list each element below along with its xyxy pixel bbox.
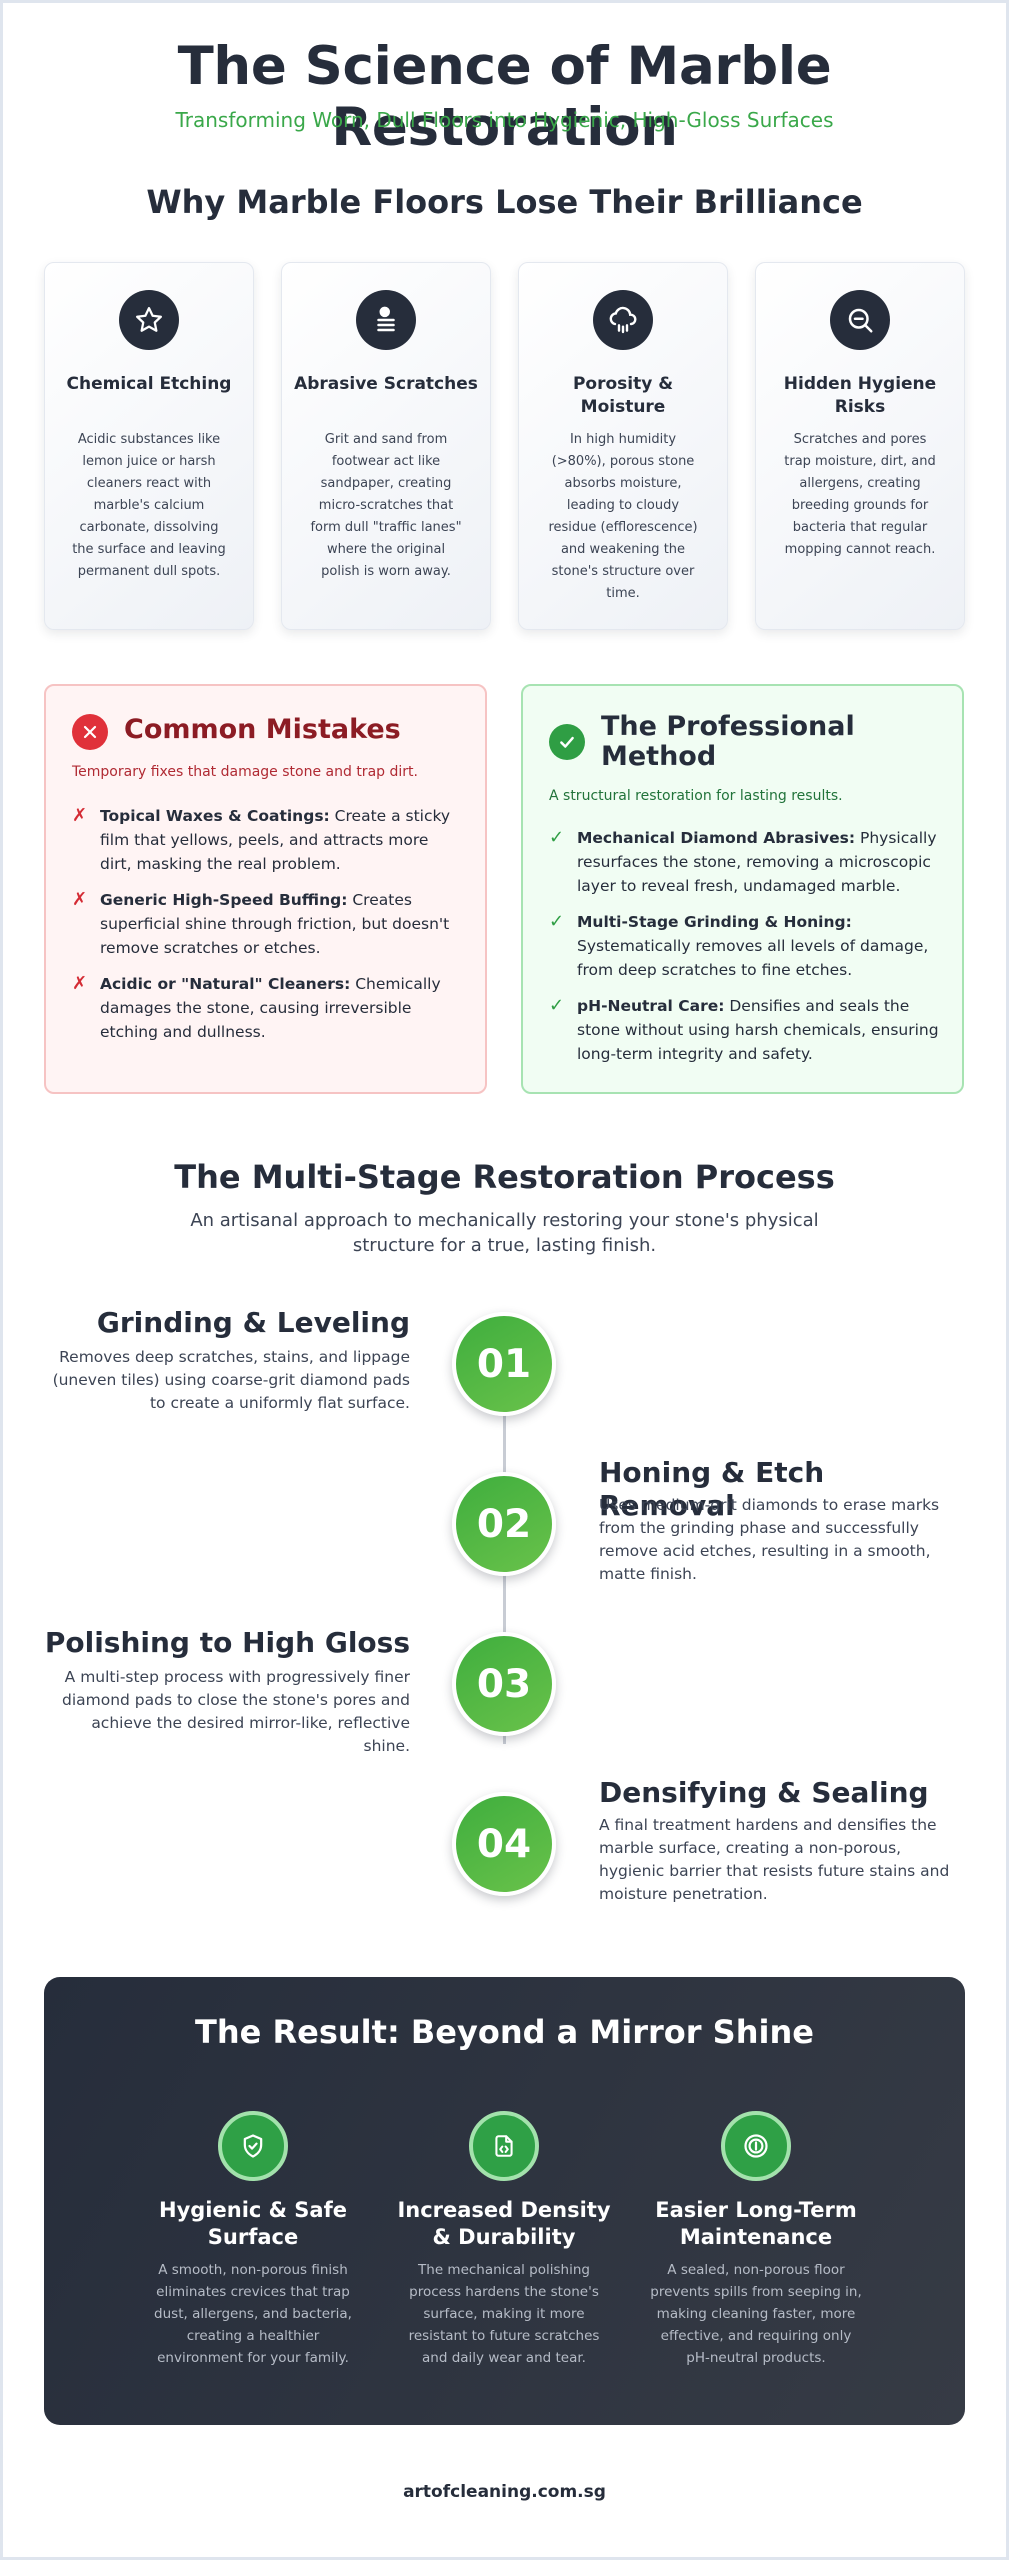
benefit-text: A sealed, non-porous floor prevents spil… bbox=[650, 2262, 862, 2366]
droplet-circle-icon bbox=[721, 2111, 791, 2181]
cause-card-hygiene: Hidden Hygiene Risks Scratches and pores… bbox=[755, 262, 965, 630]
step-text: Uses medium-grit diamonds to erase marks… bbox=[599, 1496, 940, 1583]
benefit-title: Hygienic & Safe Surface bbox=[159, 2198, 347, 2249]
cause-card-porosity: Porosity & Moisture In high humidity (>8… bbox=[518, 262, 728, 630]
method-title: The Professional Method bbox=[601, 711, 855, 772]
star-icon bbox=[119, 290, 179, 350]
step-title: Honing & Etch Removal bbox=[599, 1456, 825, 1522]
card-text: Grit and sand from footwear act like san… bbox=[310, 432, 462, 579]
cause-card-scratches: Abrasive Scratches Grit and sand from fo… bbox=[281, 262, 491, 630]
card-text: In high humidity (>80%), porous stone ab… bbox=[548, 432, 698, 601]
card-title: Porosity & Moisture bbox=[572, 374, 674, 417]
card-text: Scratches and pores trap moisture, dirt,… bbox=[784, 432, 936, 557]
cross-mark-icon: ✗ bbox=[72, 805, 88, 826]
item-text: Systematically removes all levels of dam… bbox=[577, 937, 929, 979]
card-title: Hidden Hygiene Risks bbox=[783, 374, 937, 417]
method-tagline: A structural restoration for lasting res… bbox=[549, 788, 843, 804]
check-mark-icon: ✓ bbox=[549, 827, 565, 848]
mistake-item: ✗ Generic High-Speed Buffing: Creates su… bbox=[72, 888, 463, 960]
step-text: A final treatment hardens and densifies … bbox=[599, 1816, 950, 1903]
item-text: Physically resurfaces the stone, removin… bbox=[577, 829, 937, 895]
card-title: Abrasive Scratches bbox=[294, 374, 478, 394]
mistakes-tagline: Temporary fixes that damage stone and tr… bbox=[72, 764, 418, 780]
check-mark-icon: ✓ bbox=[549, 995, 565, 1016]
card-title: Chemical Etching bbox=[66, 374, 232, 394]
method-item: ✓ pH-Neutral Care: Densifies and seals t… bbox=[549, 994, 940, 1066]
item-label: Generic High-Speed Buffing: bbox=[100, 891, 348, 909]
file-code-icon bbox=[469, 2111, 539, 2181]
step-text: Removes deep scratches, stains, and lipp… bbox=[52, 1348, 410, 1412]
item-label: pH-Neutral Care: bbox=[577, 997, 725, 1015]
step-number-badge: 04 bbox=[452, 1792, 556, 1896]
benefit-title: Easier Long-Term Maintenance bbox=[655, 2198, 857, 2249]
result-panel: The Result: Beyond a Mirror Shine Hygien… bbox=[44, 1977, 965, 2425]
mistake-item: ✗ Acidic or "Natural" Cleaners: Chemical… bbox=[72, 972, 463, 1044]
item-text: Creates superficial shine through fricti… bbox=[100, 891, 450, 957]
result-title: The Result: Beyond a Mirror Shine bbox=[195, 2013, 814, 2051]
method-item: ✓ Mechanical Diamond Abrasives: Physical… bbox=[549, 826, 940, 898]
cause-card-etching: Chemical Etching Acidic substances like … bbox=[44, 262, 254, 630]
item-label: Mechanical Diamond Abrasives: bbox=[577, 829, 856, 847]
step-number-badge: 02 bbox=[452, 1472, 556, 1576]
item-label: Multi-Stage Grinding & Honing: bbox=[577, 913, 852, 931]
method-item: ✓ Multi-Stage Grinding & Honing: Systema… bbox=[549, 910, 940, 982]
step-title: Grinding & Leveling bbox=[96, 1306, 410, 1339]
x-icon bbox=[72, 714, 108, 750]
benefit-text: The mechanical polishing process hardens… bbox=[408, 2262, 600, 2366]
mistake-item: ✗ Topical Waxes & Coatings: Create a sti… bbox=[72, 804, 463, 876]
item-text: Densifies and seals the stone without us… bbox=[577, 997, 939, 1063]
item-label: Acidic or "Natural" Cleaners: bbox=[100, 975, 351, 993]
cross-mark-icon: ✗ bbox=[72, 973, 88, 994]
step-title: Densifying & Sealing bbox=[599, 1776, 929, 1809]
benefit-title: Increased Density & Durability bbox=[397, 2198, 611, 2249]
step-text: A multi-step process with progressively … bbox=[61, 1668, 410, 1755]
item-label: Topical Waxes & Coatings: bbox=[100, 807, 330, 825]
professional-method-box: The Professional Method A structural res… bbox=[521, 684, 964, 1094]
mistakes-title: Common Mistakes bbox=[124, 714, 401, 745]
cross-mark-icon: ✗ bbox=[72, 889, 88, 910]
item-text: Create a sticky film that yellows, peels… bbox=[100, 807, 451, 873]
check-mark-icon: ✓ bbox=[549, 911, 565, 932]
step-number-badge: 03 bbox=[452, 1632, 556, 1736]
page-title: The Science of Marble Restoration bbox=[177, 36, 832, 158]
layers-icon bbox=[356, 290, 416, 350]
step-number-badge: 01 bbox=[452, 1312, 556, 1416]
footer-site-link[interactable]: artofcleaning.com.sg bbox=[403, 2482, 606, 2502]
page-subtitle: Transforming Worn, Dull Floors into Hygi… bbox=[175, 108, 834, 132]
item-text: Chemically damages the stone, causing ir… bbox=[100, 975, 441, 1041]
process-section-title: The Multi-Stage Restoration Process bbox=[174, 1158, 835, 1196]
step-title: Polishing to High Gloss bbox=[44, 1626, 410, 1659]
check-icon bbox=[549, 724, 585, 760]
cloud-rain-icon bbox=[593, 290, 653, 350]
shield-check-icon bbox=[218, 2111, 288, 2181]
common-mistakes-box: Common Mistakes Temporary fixes that dam… bbox=[44, 684, 487, 1094]
benefit-text: A smooth, non-porous finish eliminates c… bbox=[154, 2262, 352, 2366]
card-text: Acidic substances like lemon juice or ha… bbox=[72, 432, 226, 579]
causes-section-title: Why Marble Floors Lose Their Brilliance bbox=[146, 183, 863, 221]
process-intro: An artisanal approach to mechanically re… bbox=[190, 1210, 819, 1256]
zoom-out-icon bbox=[830, 290, 890, 350]
